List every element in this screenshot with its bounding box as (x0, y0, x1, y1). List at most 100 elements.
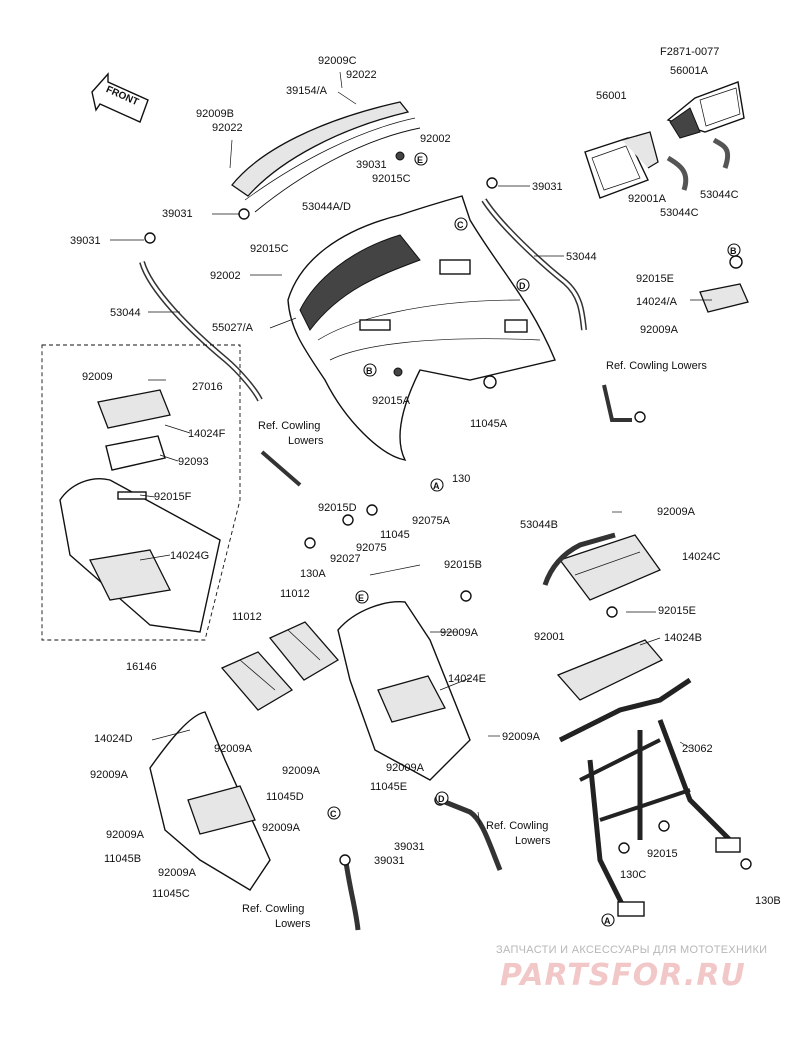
part-label: Ref. Cowling (258, 420, 320, 432)
watermark-tagline: ЗАПЧАСТИ И АКСЕССУАРЫ ДЛЯ МОТОТЕХНИКИ (496, 944, 768, 956)
part-label: 92015B (444, 559, 482, 571)
svg-text:A: A (433, 481, 440, 491)
callout-e-2: E (355, 590, 369, 604)
part-label: 130 (452, 473, 470, 485)
part-label: 14024/A (636, 296, 678, 308)
part-label: 14024D (94, 733, 133, 745)
callout-d-1: D (516, 278, 530, 292)
part-label: 92015A (372, 395, 411, 407)
part-label: 55027/A (212, 322, 254, 334)
trim-strip-bottom-2 (439, 797, 503, 871)
rod-left (260, 450, 302, 487)
windshield-trim (231, 101, 421, 213)
part-label: 39031 (374, 855, 405, 867)
svg-text:D: D (519, 281, 526, 291)
part-label: 39031 (70, 235, 101, 247)
part-label: 14024G (170, 550, 209, 562)
part-label: 14024F (188, 428, 226, 440)
part-label: 39031 (394, 841, 425, 853)
part-label: 16146 (126, 661, 157, 673)
callout-e-1: E (414, 152, 428, 166)
upper-cowling (287, 195, 556, 461)
part-label: 92075 (356, 542, 387, 554)
callout-b-1: B (363, 363, 377, 377)
part-label: 92015E (658, 605, 696, 617)
cover-14024b (556, 639, 664, 701)
part-label: 92009A (640, 324, 679, 336)
part-label: 130A (300, 568, 326, 580)
cowling-stay-frame (558, 677, 741, 917)
part-label: 92001A (628, 193, 667, 205)
part-label: 92015D (318, 502, 357, 514)
inner-panel-1 (220, 651, 294, 711)
part-label: 11045D (266, 791, 304, 803)
part-label: 11012 (280, 588, 310, 600)
part-label: 92009A (282, 765, 321, 777)
part-label: 92009A (262, 822, 301, 834)
mirror-left (584, 131, 659, 199)
part-label: Ref. Cowling (242, 903, 304, 915)
part-label: 130C (620, 869, 646, 881)
part-label: 130B (755, 895, 781, 907)
trim-strip-left (139, 261, 263, 402)
part-label: 92027 (330, 553, 361, 565)
part-label: 14024B (664, 632, 702, 644)
trim-strip-bottom (343, 861, 361, 931)
part-label: 92009A (214, 743, 253, 755)
part-label: 39154/A (286, 85, 328, 97)
part-label: 92015 (647, 848, 678, 860)
callout-b-2: B (727, 243, 741, 257)
part-label: 92022 (212, 122, 243, 134)
svg-text:A: A (604, 916, 611, 926)
part-label: 23062 (682, 743, 713, 755)
mirror-hose-left (666, 155, 689, 191)
trim-strip-right (481, 198, 587, 331)
cover-14024c (558, 534, 661, 601)
part-label: 92015E (636, 273, 674, 285)
callout-a-2: A (601, 913, 615, 927)
part-label: 92075A (412, 515, 451, 527)
part-label: 14024C (682, 551, 721, 563)
part-label: 92009C (318, 55, 357, 67)
part-label: 92009A (106, 829, 145, 841)
part-label: 39031 (162, 208, 193, 220)
svg-text:E: E (417, 155, 423, 165)
part-label: 39031 (356, 159, 387, 171)
part-label: 53044B (520, 519, 558, 531)
part-label: 92015C (250, 243, 289, 255)
part-label: 11045C (152, 888, 190, 900)
part-label: 56001 (596, 90, 627, 102)
part-label: Lowers (275, 918, 311, 930)
part-label: 27016 (192, 381, 223, 393)
part-label: 14024E (448, 673, 486, 685)
part-label: 92009A (657, 506, 696, 518)
callout-c-1: C (454, 217, 468, 231)
part-label: 11045B (104, 853, 141, 865)
svg-text:D: D (438, 794, 445, 804)
part-label: 92009A (440, 627, 479, 639)
part-label: 92015C (372, 173, 411, 185)
part-label: Ref. Cowling (486, 820, 548, 832)
part-label: 11045E (370, 781, 407, 793)
part-label: 92022 (346, 69, 377, 81)
mirror-hose-right (712, 137, 731, 169)
cover-14024d (149, 711, 271, 891)
inner-panel-2 (268, 621, 340, 681)
part-label: 56001A (670, 65, 709, 77)
part-label: 11045A (470, 418, 508, 430)
cover-14024e (337, 601, 471, 781)
leader-lines (110, 71, 712, 826)
part-label: 92009A (158, 867, 197, 879)
part-label: 92009B (196, 108, 234, 120)
figure-code: F2871-0077 (660, 46, 719, 58)
part-label: 39031 (532, 181, 563, 193)
part-label: Lowers (515, 835, 551, 847)
svg-text:C: C (457, 220, 464, 230)
part-label: 11012 (232, 611, 262, 623)
svg-text:C: C (330, 809, 337, 819)
meter-panel-group (41, 344, 241, 641)
part-label: 53044C (660, 207, 699, 219)
part-label: Ref. Cowling Lowers (606, 360, 707, 372)
part-label: 92002 (210, 270, 241, 282)
